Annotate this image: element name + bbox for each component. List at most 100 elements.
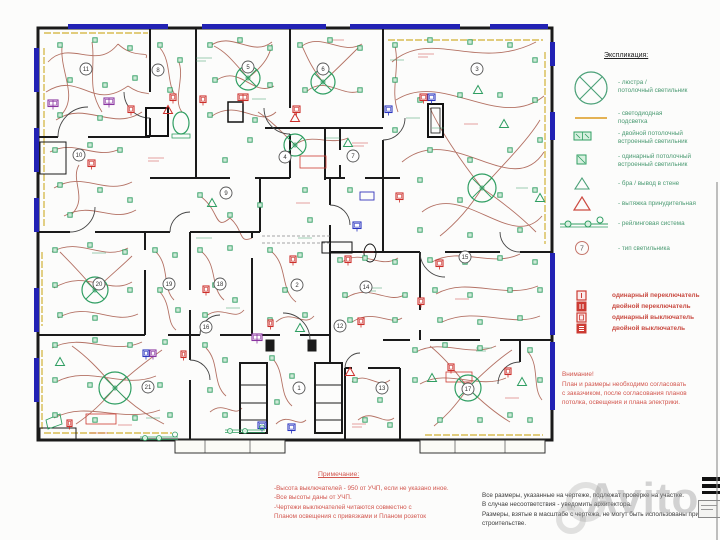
svg-text:11: 11 (83, 67, 90, 73)
red-switch-icon (435, 259, 444, 270)
red-switch-icon (66, 419, 73, 430)
recessed-light-icon (412, 377, 418, 383)
recessed-light-icon (92, 337, 98, 343)
purple-switch-icon (251, 333, 263, 344)
wiring-curves (45, 40, 545, 427)
recessed-light-icon (157, 287, 163, 293)
legend-label-led: - светодиодная подсветка (618, 110, 663, 126)
legend-label-single-recessed: - одинарный потолочный встроенный светил… (618, 153, 692, 169)
recessed-light-icon (232, 297, 238, 303)
recessed-light-icon (97, 115, 103, 121)
micro-label-marks (90, 39, 528, 434)
recessed-light-icon (52, 377, 58, 383)
recessed-light-icon (175, 307, 181, 313)
legend-label-exhaust: - вытяжка принудительная (618, 200, 696, 207)
recessed-light-icon (427, 257, 433, 263)
sconce-triangle-icon (534, 192, 546, 202)
recessed-light-icon (517, 315, 523, 321)
window-bars (34, 24, 555, 410)
warning-title: Внимание! (562, 371, 594, 379)
svg-text:20: 20 (96, 282, 103, 288)
chandelier-icon (98, 371, 132, 405)
recessed-light-icon (52, 282, 58, 288)
recessed-light-icon (527, 417, 533, 423)
single-switch-icon (576, 312, 587, 323)
recessed-light-icon (127, 287, 133, 293)
recessed-light-icon (392, 127, 398, 133)
sconce-triangle-icon (472, 84, 484, 94)
recessed-light-icon (507, 412, 513, 418)
recessed-light-icon (57, 312, 63, 318)
legend-label-sconce: - бра / вывод в стене (618, 180, 680, 187)
sconce-triangle-icon (206, 197, 218, 207)
notes-body: -Высота выключателей - 950 от УЧП, если … (274, 485, 449, 521)
recessed-light-icon (497, 255, 503, 261)
red-switch-icon (127, 105, 135, 116)
recessed-light-icon (457, 197, 463, 203)
recessed-light-icon (52, 247, 58, 253)
recessed-light-icon (222, 157, 228, 163)
red-switch-icon (199, 95, 207, 106)
recessed-light-icon (297, 252, 303, 258)
legend-label-chandelier: - люстра / потолочный светильник (618, 79, 688, 95)
recessed-light-icon (207, 387, 213, 393)
rail-system-icon (140, 431, 178, 441)
blue-switch-icon (287, 423, 296, 434)
svg-text:7: 7 (351, 154, 355, 160)
recessed-light-icon (117, 147, 123, 153)
led-strip-icon (575, 117, 607, 119)
svg-text:1: 1 (297, 386, 301, 392)
red-switch-icon (419, 93, 428, 104)
purple-switch-icon (103, 97, 115, 108)
blue-switch-icon (352, 221, 362, 232)
recessed-light-icon (202, 312, 208, 318)
sconce-triangle-icon (54, 356, 66, 366)
double-recessed-light-icon (573, 131, 592, 141)
red-switch-icon (395, 192, 404, 203)
recessed-light-icon (57, 182, 63, 188)
purple-switch-icon (149, 349, 157, 360)
recessed-light-icon (537, 287, 543, 293)
recessed-light-icon (132, 75, 138, 81)
room-number-badge: 17 (461, 382, 475, 396)
svg-text:8: 8 (156, 68, 160, 74)
recessed-light-icon (467, 157, 473, 163)
red-switch-icon (417, 297, 425, 308)
recessed-light-icon (157, 382, 163, 388)
recessed-light-icon (467, 292, 473, 298)
recessed-light-icon (347, 317, 353, 323)
walls (36, 26, 554, 442)
red-switch-icon (87, 159, 96, 170)
svg-text:2: 2 (295, 283, 299, 289)
svg-text:13: 13 (379, 386, 386, 392)
recessed-light-icon (267, 82, 273, 88)
recessed-light-icon (337, 257, 343, 263)
room-number-badge: 20 (92, 277, 106, 291)
recessed-light-icon (269, 355, 275, 361)
exhaust-fan-triangle-icon (573, 196, 591, 211)
svg-text:19: 19 (166, 282, 173, 288)
recessed-light-icon (87, 382, 93, 388)
recessed-light-icon (477, 417, 483, 423)
recessed-light-icon (387, 422, 393, 428)
rail-system-icon (560, 216, 608, 228)
recessed-light-icon (212, 77, 218, 83)
recessed-light-icon (392, 259, 398, 265)
red-switch-icon (237, 93, 249, 104)
legend-label-type: - тип светильника (618, 245, 670, 252)
room-number-badge: 13 (375, 381, 389, 395)
svg-text:15: 15 (462, 255, 469, 261)
recessed-light-icon (67, 77, 73, 83)
recessed-light-icon (207, 112, 213, 118)
recessed-light-icon (92, 315, 98, 321)
red-switch-icon (202, 285, 210, 296)
recessed-light-icon (362, 417, 368, 423)
recessed-light-icon (307, 217, 313, 223)
room-number-badge: 5 (241, 60, 255, 74)
svg-text:5: 5 (246, 65, 250, 71)
recessed-light-icon (537, 377, 543, 383)
room-number-badge: 10 (72, 148, 86, 162)
recessed-light-icon (417, 177, 423, 183)
sconce-triangle-icon (574, 177, 590, 190)
svg-text:14: 14 (363, 285, 370, 291)
